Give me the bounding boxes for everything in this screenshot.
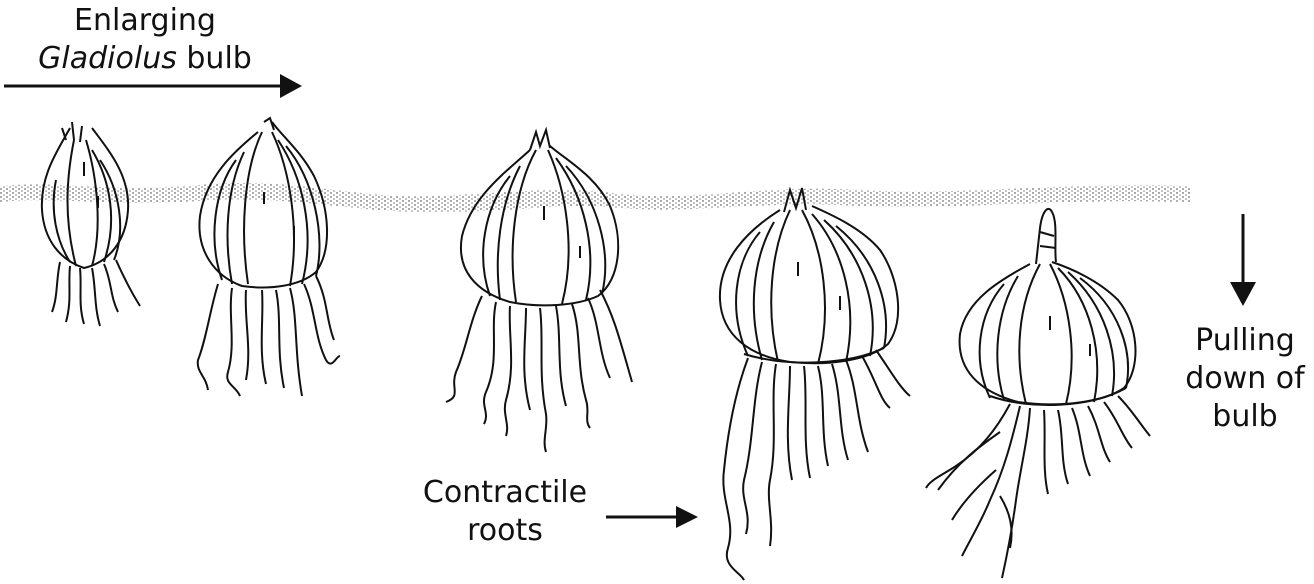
bulb-stage-2 bbox=[196, 116, 341, 397]
genus-name: Gladiolus bbox=[38, 41, 177, 76]
enlarging-arrow bbox=[4, 74, 302, 98]
contractile-roots-label: Contractile roots bbox=[410, 474, 600, 550]
enlarging-label-line1: Enlarging bbox=[74, 3, 216, 38]
enlarging-label: Enlarging Gladiolus bulb bbox=[20, 2, 270, 78]
pulling-down-arrow bbox=[1230, 214, 1256, 306]
pulling-label-line1: Pulling bbox=[1195, 323, 1295, 358]
soil-surface bbox=[0, 182, 1190, 213]
enlarging-label-tail: bulb bbox=[186, 41, 252, 76]
contractile-label-line2: roots bbox=[467, 513, 543, 548]
pulling-label-line2: down of bbox=[1185, 361, 1305, 396]
bulb-stage-1 bbox=[40, 121, 141, 327]
pulling-down-label: Pulling down of bulb bbox=[1180, 322, 1310, 436]
bulb-stage-5 bbox=[925, 207, 1151, 579]
contractile-roots-arrow bbox=[606, 506, 698, 528]
bulb-stage-4 bbox=[718, 186, 911, 581]
pulling-label-line3: bulb bbox=[1212, 399, 1278, 434]
contractile-label-line1: Contractile bbox=[422, 475, 588, 510]
bulb-stage-3 bbox=[445, 126, 633, 453]
enlarging-label-line2: Gladiolus bulb bbox=[20, 40, 270, 78]
